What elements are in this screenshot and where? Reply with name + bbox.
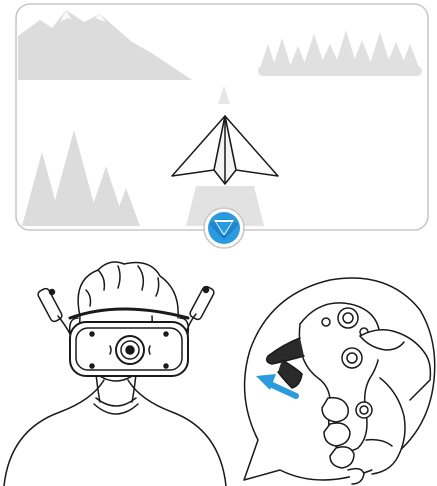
controller-zoom-panel [244, 278, 435, 484]
fpv-view-panel [16, 4, 428, 248]
down-arrow-badge-icon [204, 208, 244, 248]
antenna-icon [37, 287, 70, 334]
goggles-icon [70, 322, 188, 376]
antenna-icon [186, 285, 215, 334]
operator-figure [4, 262, 226, 486]
shoulders-icon [4, 380, 226, 486]
